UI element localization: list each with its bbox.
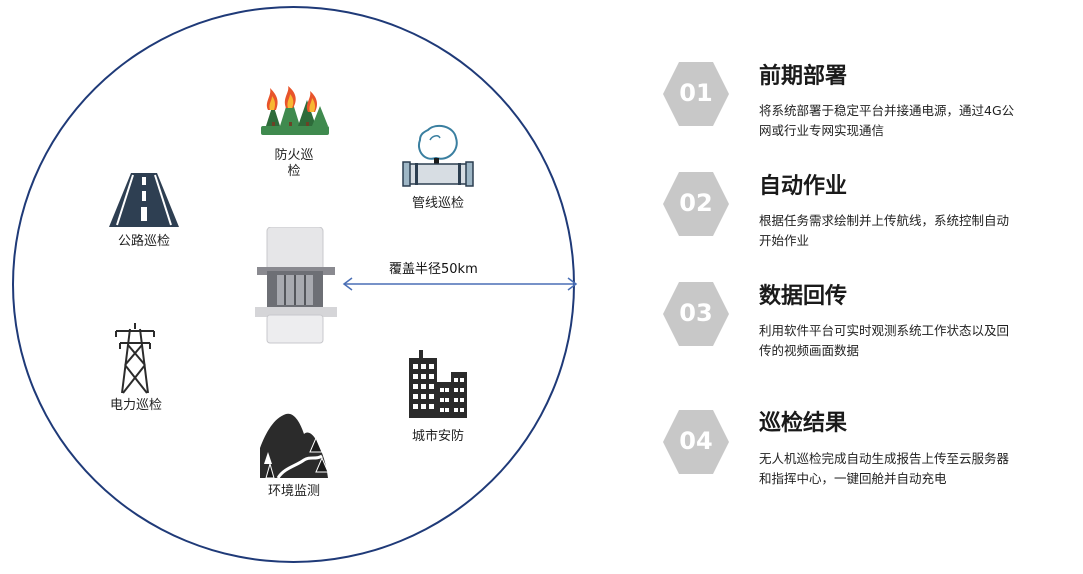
drone-nest-device-icon bbox=[255, 226, 337, 345]
fire-patrol-label: 防火巡 检 bbox=[274, 148, 314, 179]
mountain-environment-icon bbox=[260, 412, 329, 479]
hexagon-badge-icon bbox=[663, 172, 729, 236]
city-security-label: 城市安防 bbox=[411, 429, 464, 444]
forest-fire-icon bbox=[260, 86, 330, 136]
coverage-radius-arrow bbox=[340, 276, 580, 292]
hexagon-badge-icon bbox=[663, 62, 729, 126]
step-description: 根据任务需求绘制并上传航线，系统控制自动开始作业 bbox=[759, 213, 1010, 248]
environment-monitoring-label: 环境监测 bbox=[267, 484, 320, 499]
pipeline-icon bbox=[402, 124, 474, 190]
step-title: 巡检结果 bbox=[759, 411, 848, 436]
road-patrol-label: 公路巡检 bbox=[117, 234, 170, 249]
coverage-radius-label: 覆盖半径50km bbox=[389, 262, 478, 277]
city-buildings-icon bbox=[407, 350, 469, 418]
step-title: 自动作业 bbox=[759, 174, 848, 199]
step-number: 04 bbox=[679, 427, 713, 455]
pipeline-patrol-label: 管线巡检 bbox=[411, 196, 464, 211]
step-title: 前期部署 bbox=[759, 64, 848, 89]
step-description: 将系统部署于稳定平台并接通电源，通过4G公网或行业专网实现通信 bbox=[759, 103, 1015, 138]
hexagon-badge-icon bbox=[663, 282, 729, 346]
step-number: 03 bbox=[679, 299, 713, 327]
power-patrol-label: 电力巡检 bbox=[109, 398, 162, 413]
step-description: 无人机巡检完成自动生成报告上传至云服务器和指挥中心，一键回舱并自动充电 bbox=[759, 451, 1010, 486]
step-title: 数据回传 bbox=[759, 284, 848, 309]
step-number: 02 bbox=[679, 189, 713, 217]
power-tower-icon bbox=[112, 323, 158, 395]
hexagon-badge-icon bbox=[663, 410, 729, 474]
road-icon bbox=[109, 173, 179, 227]
step-description: 利用软件平台可实时观测系统工作状态以及回传的视频画面数据 bbox=[759, 323, 1010, 358]
step-number: 01 bbox=[679, 79, 713, 107]
